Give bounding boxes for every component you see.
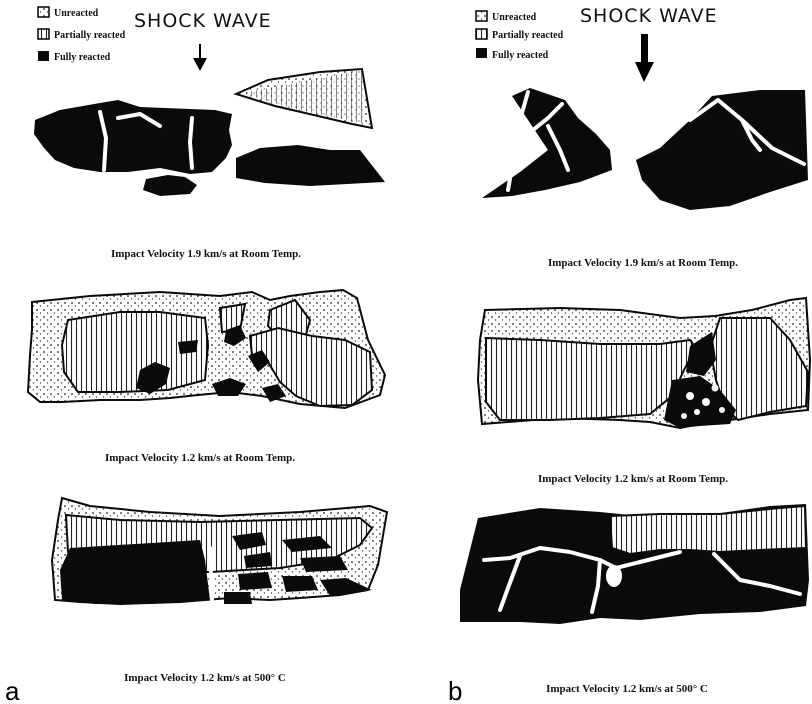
legend-swatch-partial-icon <box>38 29 49 39</box>
caption-b-2: Impact Velocity 1.2 km/s at Room Temp. <box>538 473 728 485</box>
specimen-a-3 <box>52 498 387 604</box>
legend-b: Unreacted Partially reacted Fully reacte… <box>476 11 564 61</box>
panel-a: Unreacted Partially reacted Fully reacte… <box>5 7 387 704</box>
legend-swatch-fully-b-icon <box>476 48 487 58</box>
caption-b-1: Impact Velocity 1.9 km/s at Room Temp. <box>548 257 738 269</box>
specimen-b-3 <box>460 504 809 624</box>
specimen-b-2 <box>478 298 810 428</box>
caption-a-2: Impact Velocity 1.2 km/s at Room Temp. <box>105 452 295 464</box>
shock-wave-label-a: SHOCK WAVE <box>134 10 272 32</box>
legend-swatch-partial-b-icon <box>476 29 487 39</box>
shock-arrow-b-icon <box>635 34 654 82</box>
legend-label-partial: Partially reacted <box>54 30 126 41</box>
legend-swatch-fully-icon <box>38 51 49 61</box>
legend-label-fully-b: Fully reacted <box>492 50 549 61</box>
caption-a-3: Impact Velocity 1.2 km/s at 500° C <box>124 672 286 684</box>
specimen-a-1 <box>34 69 385 196</box>
shock-wave-label-b: SHOCK WAVE <box>580 5 718 27</box>
legend-label-unreacted-b: Unreacted <box>492 12 537 23</box>
legend-swatch-unreacted-b-icon <box>476 11 487 21</box>
legend-label-partial-b: Partially reacted <box>492 30 564 41</box>
shock-arrow-a-icon <box>193 44 207 71</box>
legend-a: Unreacted Partially reacted Fully reacte… <box>38 7 126 63</box>
legend-label-fully: Fully reacted <box>54 52 111 63</box>
legend-swatch-unreacted-icon <box>38 7 49 17</box>
specimen-a-2 <box>28 290 385 408</box>
caption-a-1: Impact Velocity 1.9 km/s at Room Temp. <box>111 248 301 260</box>
caption-b-3: Impact Velocity 1.2 km/s at 500° C <box>546 683 708 695</box>
panel-label-b: b <box>448 676 462 704</box>
panel-b: Unreacted Partially reacted Fully reacte… <box>448 5 810 704</box>
specimen-b-1 <box>482 88 808 210</box>
legend-label-unreacted: Unreacted <box>54 8 99 19</box>
panel-label-a: a <box>5 676 20 704</box>
